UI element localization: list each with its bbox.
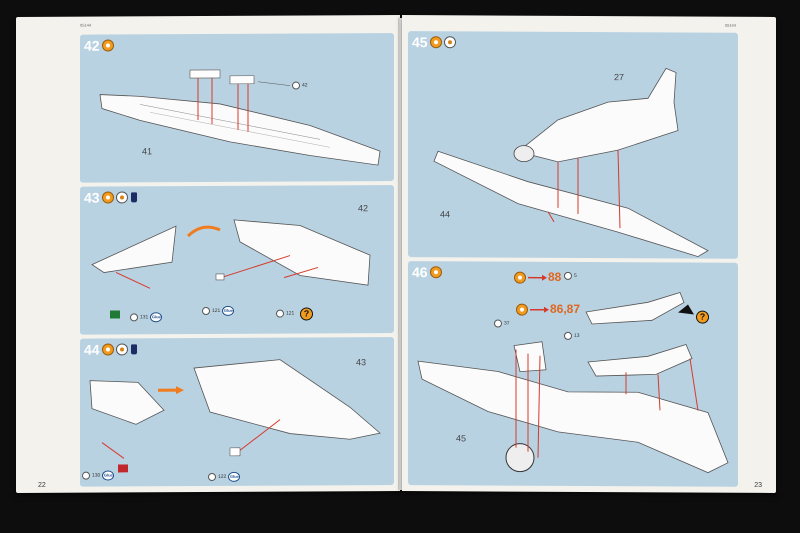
callout: 131 Glue [130, 312, 163, 323]
callout-ring [208, 472, 216, 481]
page-number: 22 [38, 481, 46, 489]
callout: 37 [494, 319, 510, 328]
callout: 122 Glue [208, 471, 241, 482]
callout-ring [202, 306, 210, 316]
glue-icon: Glue [150, 312, 163, 323]
callout: 42 [292, 81, 308, 90]
reference-step: 88 [548, 269, 562, 284]
right-page: 05144 45 27 44 46 [402, 15, 776, 493]
step-panel-44: 44 43 130 Glue [80, 337, 394, 487]
aileron-assembly-diagram [91, 219, 371, 289]
page-header-code: 05144 [724, 22, 736, 28]
callout-number: 13 [574, 332, 580, 339]
part-label: 42 [358, 203, 369, 214]
callout-number: 131 [140, 314, 149, 321]
reference-icon [516, 303, 528, 316]
callout-number: 42 [302, 82, 308, 89]
callout-number: 37 [504, 320, 510, 327]
question-icon: ? [696, 310, 709, 324]
tail-assembly-diagram [89, 359, 381, 459]
green-flag-icon [110, 310, 120, 319]
callout-number: 121 [286, 310, 295, 317]
glue-icon: Glue [228, 471, 241, 482]
callout-ring [564, 271, 572, 280]
part-label: 43 [356, 357, 367, 368]
callout-ring [130, 313, 138, 322]
callout-ring [82, 471, 90, 480]
reference-icon [514, 271, 526, 284]
part-label: 45 [456, 433, 467, 444]
page-number: 23 [754, 481, 762, 489]
step-panel-45: 45 27 44 [408, 31, 738, 259]
fuselage-wing-diagram [433, 67, 709, 258]
callout-number: 5 [574, 272, 577, 279]
callout: 130 Glue [82, 470, 115, 481]
callout-number: 130 [92, 472, 101, 479]
glue-icon: Glue [102, 470, 115, 481]
part-label: 41 [142, 146, 153, 157]
callout-ring [564, 331, 572, 340]
callout-ring [292, 81, 300, 90]
callout: 13 [564, 331, 580, 340]
wing-assembly-diagram [99, 69, 381, 166]
reference-step: 86,87 [550, 301, 581, 316]
page-header-code: 05144 [80, 22, 92, 28]
callout-ring [494, 319, 502, 328]
step-panel-42: 42 41 42 [80, 33, 394, 183]
booklet-spine [398, 18, 404, 490]
callout: 5 [564, 271, 577, 280]
step-panel-43: 43 42 131 Glue [80, 185, 394, 335]
left-page: 05144 42 41 42 [16, 14, 400, 494]
callout-number: 122 [218, 473, 227, 480]
callout: 121 [276, 309, 295, 318]
final-assembly-diagram [417, 274, 729, 474]
step-panel-46: 46 88 [408, 261, 738, 487]
part-label: 44 [440, 209, 451, 220]
callout: 121 Glue [202, 305, 235, 316]
callout-number: 121 [212, 307, 221, 314]
red-flag-icon [118, 464, 128, 473]
question-icon: ? [300, 307, 313, 321]
part-label: 27 [614, 72, 625, 83]
callout-ring [276, 309, 284, 318]
glue-icon: Glue [222, 305, 235, 316]
